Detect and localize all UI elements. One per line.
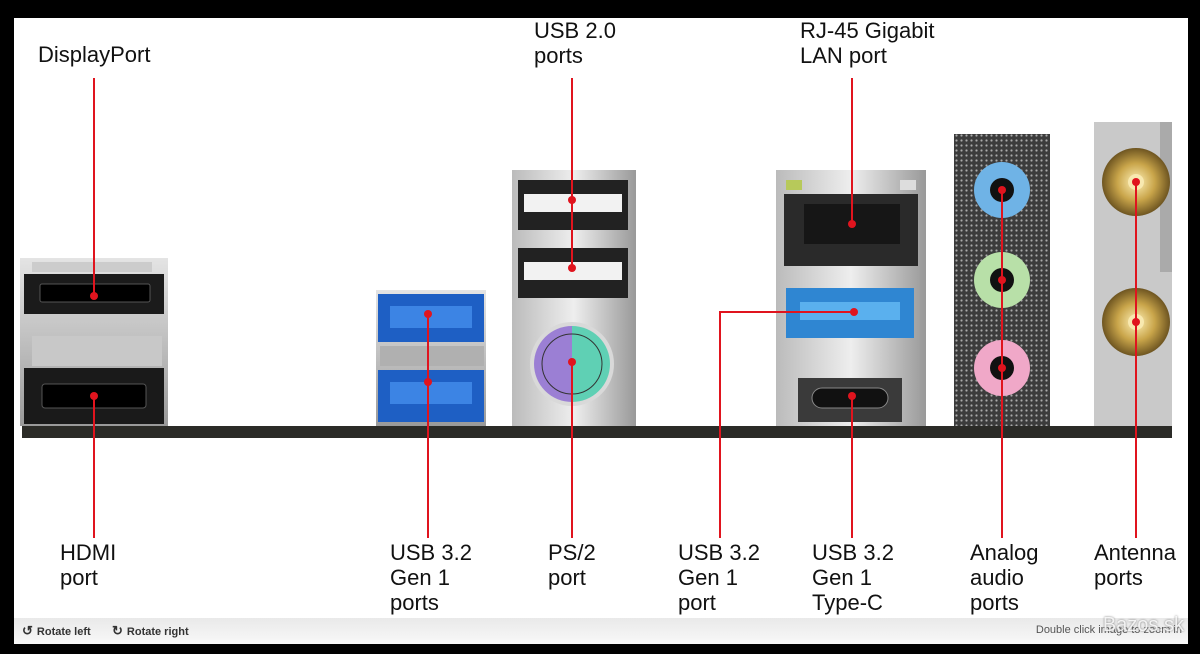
rotate-left-button[interactable]: ↺Rotate left (22, 623, 91, 639)
label-rj45-lan-port: RJ-45 Gigabit LAN port (800, 18, 935, 68)
label-analog-audio-ports: Analog audio ports (970, 540, 1039, 615)
antenna-connector-panel (1094, 122, 1172, 426)
rotate-left-label: Rotate left (36, 626, 91, 638)
leader-usb32-single (719, 311, 854, 538)
leader-lines (93, 78, 1137, 538)
zoom-hint: Double click image to zoom in (1035, 624, 1182, 636)
usb32-dual-connector (376, 290, 486, 426)
rotate-left-icon: ↺ (22, 623, 33, 638)
image-viewer-toolbar: ↺Rotate left ↻Rotate right Double click … (14, 618, 1188, 644)
label-usb32-gen1-port: USB 3.2 Gen 1 port (678, 540, 760, 615)
pcb-board-edge (22, 426, 1172, 438)
label-ps2-port: PS/2 port (548, 540, 596, 590)
displayport-hdmi-connector (20, 258, 168, 426)
io-panel-photo (20, 78, 1172, 538)
bazos-watermark: Bazos.sk (1102, 614, 1184, 636)
label-usb20-ports: USB 2.0 ports (534, 18, 616, 68)
image-frame: DisplayPort USB 2.0 ports RJ-45 Gigabit … (14, 18, 1188, 644)
rotate-right-icon: ↻ (112, 623, 123, 638)
label-usb32-gen1-ports: USB 3.2 Gen 1 ports (390, 540, 472, 615)
usb20-ps2-connector (512, 170, 636, 426)
label-antenna-ports: Antenna ports (1094, 540, 1176, 590)
rotate-right-button[interactable]: ↻Rotate right (112, 623, 189, 639)
rotate-right-label: Rotate right (126, 626, 189, 638)
label-displayport: DisplayPort (38, 42, 151, 67)
leader-dots (90, 178, 1140, 400)
label-hdmi-port: HDMI port (60, 540, 117, 590)
